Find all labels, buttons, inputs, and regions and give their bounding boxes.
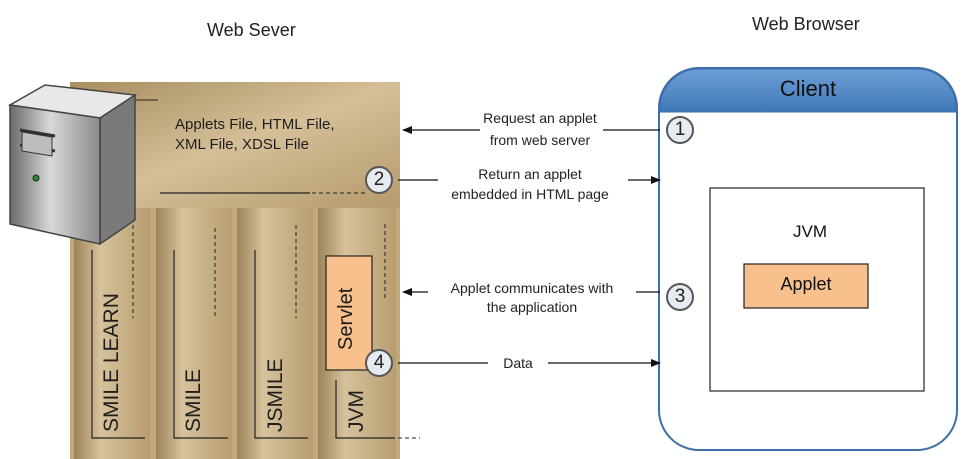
servlet-box (325, 255, 373, 371)
column-smile-learn (74, 208, 150, 459)
web-server-title: Web Sever (207, 20, 296, 40)
step3-text-line1: Applet communicates with (450, 280, 614, 296)
jvm-box-label: JVM (793, 222, 827, 241)
step1-text-line1: Request an applet (483, 110, 597, 126)
client-label: Client (779, 76, 837, 101)
step4-number-badge: 4 (365, 349, 393, 377)
step3-text-line2: the application (486, 299, 578, 315)
step4-text: Data (488, 355, 548, 371)
column-jsmile (237, 208, 313, 459)
web-browser-title: Web Browser (752, 14, 860, 34)
step1-text-line2: from web server (489, 132, 591, 148)
client-header (659, 68, 957, 113)
applet-label: Applet (780, 274, 832, 294)
files-text-line1: Applets File, HTML File, (175, 116, 335, 133)
files-text-line2: XML File, XDSL File (175, 136, 309, 153)
column-label-smile-learn: SMILE LEARN (100, 293, 123, 432)
step2-text-line2: embedded in HTML page (451, 186, 609, 202)
applet-box (743, 263, 869, 309)
column-label-jsmile: JSMILE (264, 358, 287, 432)
step3-number-badge: 3 (666, 283, 694, 311)
column-smile (156, 208, 232, 459)
column-label-smile: SMILE (182, 368, 205, 432)
step1-number-badge: 1 (666, 116, 694, 144)
step2-text-line1: Return an applet (478, 166, 582, 182)
servlet-label: Servlet (335, 287, 357, 350)
step2-number-badge: 2 (365, 166, 393, 194)
server-computer-icon (7, 84, 138, 246)
column-label-jvm: JVM (345, 390, 368, 432)
